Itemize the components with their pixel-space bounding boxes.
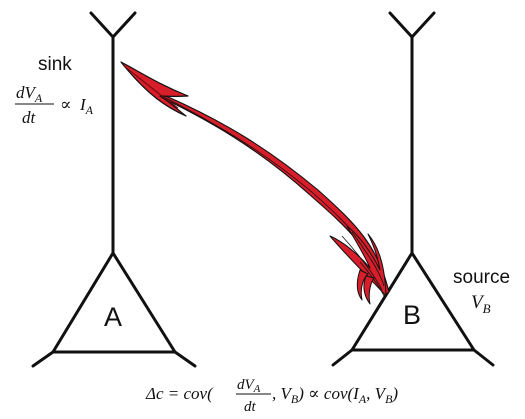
sink-formula-numerator-base: dV [16, 83, 38, 102]
source-variable: VB [471, 292, 491, 316]
equation-mid1-sub: B [291, 392, 299, 406]
neuron-a-label: A [104, 302, 122, 332]
neuron-b-basal-dendrite-right [472, 348, 495, 367]
equation-mid2: ) ∝ cov(I [297, 384, 360, 403]
axon-shaft [149, 91, 390, 296]
sink-label: sink [38, 54, 72, 75]
sink-formula-rhs-sub: A [85, 103, 94, 117]
equation-mid3: , V [366, 384, 388, 403]
equation-frac-numerator-base: dV [237, 377, 256, 393]
neuron-b [331, 11, 495, 367]
sink-formula-numerator: dVA [16, 83, 43, 105]
sink-formula-numerator-sub: A [34, 91, 43, 105]
equation-frac-numerator: dVA [237, 377, 261, 395]
source-label: source [453, 267, 510, 288]
neuron-b-basal-dendrite-left [331, 348, 354, 367]
equation-frac-numerator-sub: A [253, 383, 261, 395]
sink-formula: dVA dt ∝ IA [15, 83, 94, 127]
neuron-a-dendrite-fork [89, 11, 137, 39]
neuron-a [31, 11, 197, 368]
neuron-a-basal-dendrite-left [31, 350, 55, 368]
equation-tail: , VB) ∝ cov(IA, VB) [272, 384, 398, 406]
sink-formula-rhs-base: I [79, 95, 87, 114]
source-variable-sub: B [483, 301, 491, 316]
equation-prefix: Δc = cov( [145, 384, 214, 403]
axon-arrowhead [120, 61, 189, 117]
equation-mid3-sub: B [385, 392, 393, 406]
axon-arrow [120, 61, 390, 305]
source-variable-base: V [471, 292, 485, 313]
axon-shaft-center-line [157, 93, 387, 295]
sink-formula-denominator: dt [22, 108, 37, 127]
axon-fletching [329, 225, 387, 305]
equation-suffix: ) [391, 384, 398, 403]
equation-mid1: , V [272, 384, 294, 403]
neuron-a-soma [51, 251, 177, 354]
sink-formula-rhs: IA [79, 95, 94, 117]
equation-mid2-sub: A [358, 392, 367, 406]
sink-formula-proportional: ∝ [60, 95, 72, 114]
equation-frac-denominator: dt [244, 399, 257, 415]
neuron-b-soma [350, 251, 476, 352]
neuron-b-dendrite-fork [388, 11, 436, 39]
covariance-equation: Δc = cov( dVA dt , VB) ∝ cov(IA, VB) [145, 377, 398, 415]
neuron-a-basal-dendrite-right [173, 350, 197, 368]
neuron-b-label: B [403, 300, 421, 330]
